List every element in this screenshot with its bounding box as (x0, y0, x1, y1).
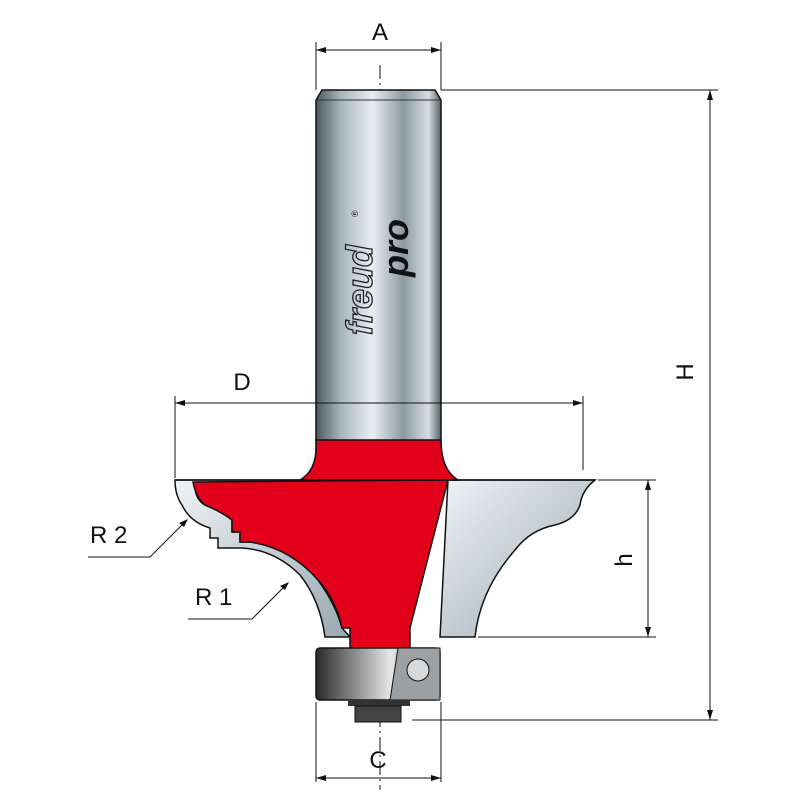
radius-r1-callout: R 1 (188, 582, 289, 620)
red-body (175, 439, 595, 649)
cutter-wing-right (439, 479, 598, 638)
dimension-h-cutting: h (478, 479, 656, 638)
bearing-screw (354, 705, 402, 723)
svg-text:R 2: R 2 (90, 522, 127, 549)
svg-text:freud: freud (339, 244, 380, 335)
svg-text:h: h (611, 553, 638, 566)
svg-text:C: C (369, 747, 386, 774)
dimension-d: D (174, 369, 584, 478)
svg-text:®: ® (350, 210, 360, 217)
svg-text:D: D (233, 369, 250, 396)
svg-text:A: A (372, 19, 388, 46)
dimension-a: A (315, 19, 442, 90)
radius-r2-callout: R 2 (88, 519, 188, 558)
svg-text:R 1: R 1 (195, 584, 232, 611)
freud-pro-logo: freud pro ® (338, 210, 416, 336)
bearing (315, 647, 441, 723)
svg-text:pro: pro (375, 219, 416, 278)
svg-text:H: H (672, 363, 699, 380)
dimension-h-overall: H (412, 89, 718, 721)
dimension-c: C (315, 702, 442, 782)
